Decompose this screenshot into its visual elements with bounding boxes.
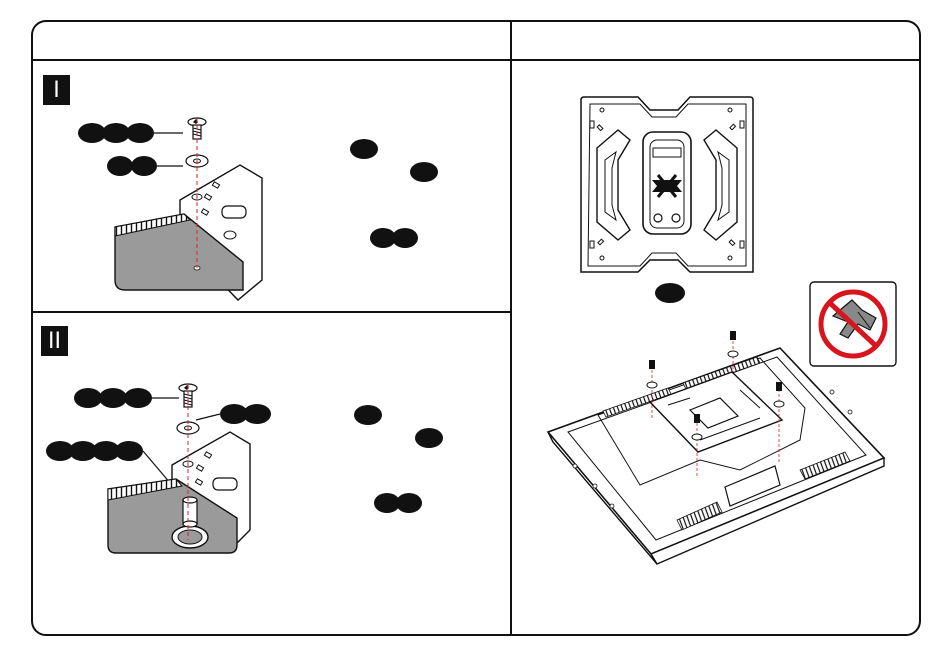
wall-plate-callout-badge [655,283,685,303]
step-1-label: I [43,75,70,105]
washer-callout-badges-2 [196,404,271,424]
washer-callout-badges [107,156,183,176]
step-1-notes-badges [350,139,438,248]
spacer-icon [183,497,197,527]
wall-plate-drawing [581,97,753,272]
screw-callout-badges-2 [74,388,179,408]
step-2-label: II [41,326,68,356]
step-2-panel [46,384,443,553]
step-2-notes-badges [354,405,443,513]
screw-callout-badges [78,123,183,143]
no-power-drill-icon [810,282,896,366]
step-1-panel [78,118,438,300]
